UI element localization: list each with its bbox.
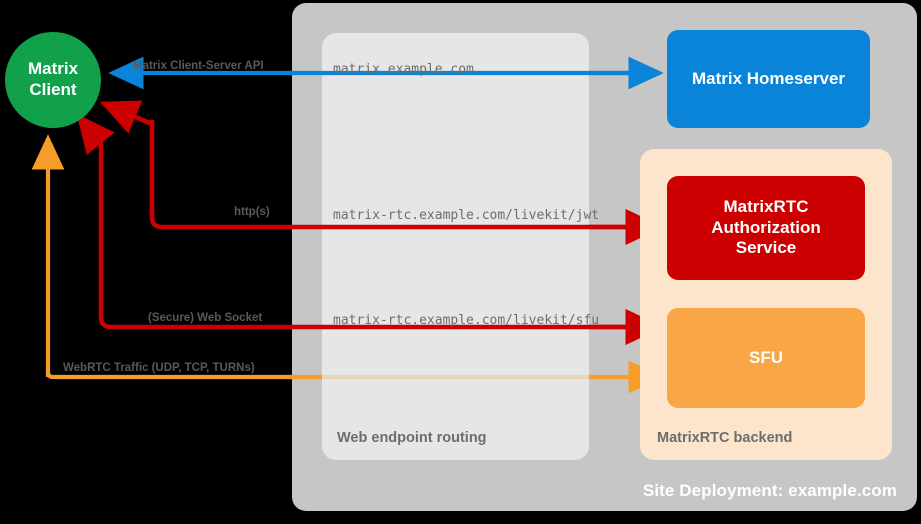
node-sfu[interactable]: SFU: [667, 308, 865, 408]
matrixrtc-backend-label: MatrixRTC backend: [657, 430, 793, 446]
node-matrixrtc-authorization-service[interactable]: MatrixRTC Authorization Service: [667, 176, 865, 280]
matrix-client-label-line1: Matrix: [27, 59, 79, 79]
site-deployment-label: Site Deployment: example.com: [642, 481, 897, 500]
auth-service-label-line1: MatrixRTC: [723, 196, 809, 216]
matrix-client-label-line2: Client: [29, 80, 77, 99]
node-matrix-homeserver[interactable]: Matrix Homeserver: [667, 30, 870, 128]
sfu-label: SFU: [749, 347, 783, 367]
auth-service-label-line3: Service: [735, 238, 797, 258]
web-endpoint-routing-container: Web endpoint routing: [322, 33, 589, 460]
edge-webrtc-traffic: [31, 134, 664, 394]
edge-label-webrtc-traffic: WebRTC Traffic (UDP, TCP, TURNs): [63, 362, 255, 374]
edge-label-secure-web-socket: (Secure) Web Socket: [148, 312, 263, 324]
web-endpoint-routing-label: Web endpoint routing: [337, 430, 487, 446]
matrix-homeserver-label: Matrix Homeserver: [691, 68, 846, 88]
endpoint-livekit-jwt: matrix-rtc.example.com/livekit/jwt: [333, 208, 600, 223]
edge-label-client-server-api: Matrix Client-Server API: [133, 60, 264, 72]
edge-label-http-s: http(s): [234, 206, 270, 218]
auth-service-label-line2: Authorization: [711, 217, 821, 237]
endpoint-matrix-example-com: matrix.example.com: [333, 62, 474, 77]
endpoint-livekit-sfu: matrix-rtc.example.com/livekit/sfu: [333, 313, 600, 328]
node-matrix-client[interactable]: Matrix Client: [5, 32, 101, 128]
